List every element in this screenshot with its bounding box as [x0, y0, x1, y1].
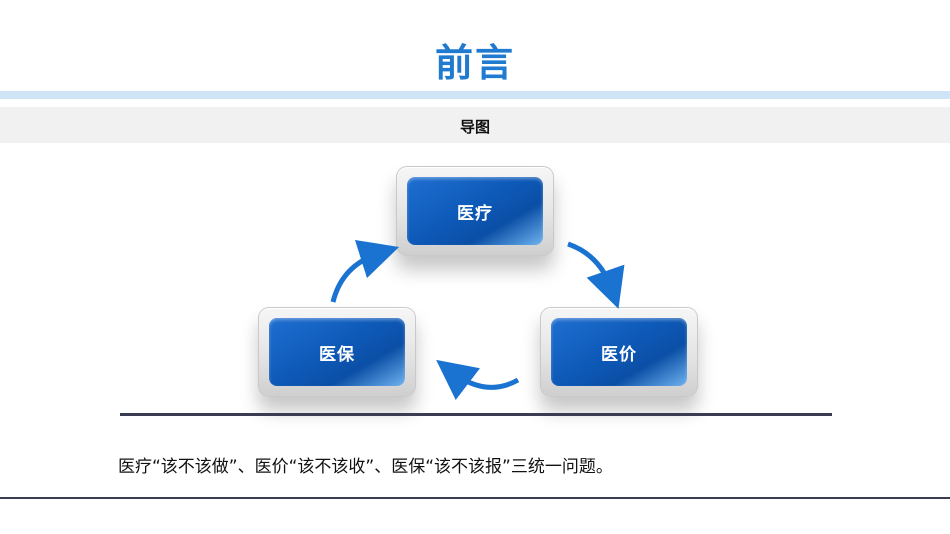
- bottom-divider-line: [0, 497, 950, 499]
- section-label: 导图: [459, 118, 490, 136]
- section-band: [0, 107, 950, 143]
- arrow-yibao-to-yiliao: [330, 239, 400, 303]
- diagram-node-label: 医保: [269, 318, 405, 386]
- arrow-yiyao-to-yibao: [436, 359, 520, 401]
- page-title: 前言: [434, 41, 515, 85]
- diagram-node-label: 医价: [551, 318, 687, 386]
- title-underline: [0, 91, 950, 99]
- divider-line: [120, 413, 832, 416]
- diagram-node-yiliao: 医疗: [396, 166, 554, 256]
- diagram-node-yiyao: 医价: [540, 307, 698, 397]
- diagram-node-yibao: 医保: [258, 307, 416, 397]
- arrow-yiliao-to-yiyao: [567, 241, 625, 309]
- diagram-node-label: 医疗: [407, 177, 543, 245]
- summary-text: 医疗“该不该做”、医价“该不该收”、医保“该不该报”三统一问题。: [118, 457, 613, 477]
